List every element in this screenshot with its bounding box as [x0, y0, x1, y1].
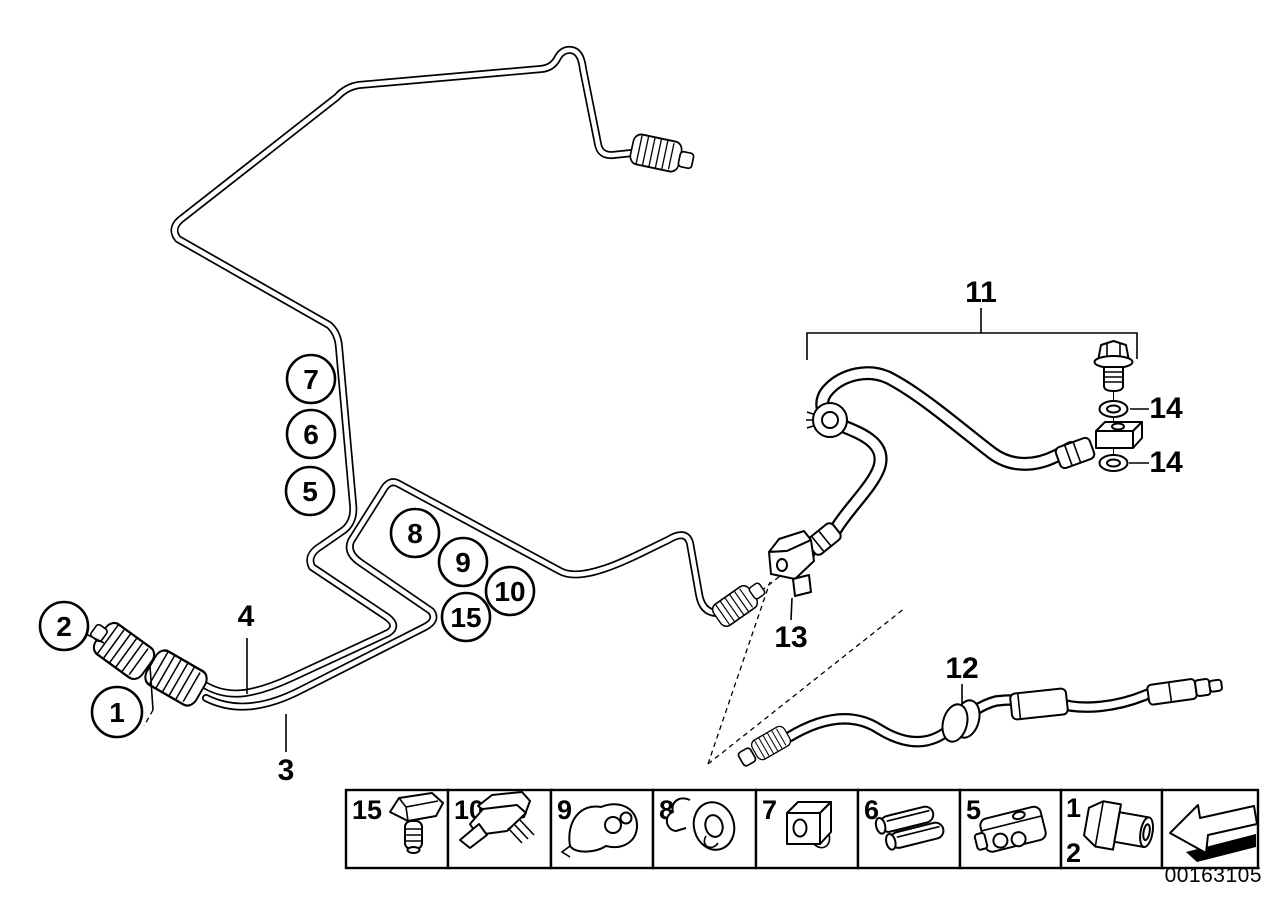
- hose12-grommet-icon: [941, 699, 981, 743]
- expanding-rivet-clip-icon: [389, 792, 444, 854]
- label-12[interactable]: 12: [945, 652, 979, 706]
- svg-text:2: 2: [1066, 838, 1081, 868]
- hose12-right-fitting-icon: [1146, 678, 1223, 706]
- svg-text:9: 9: [455, 547, 471, 578]
- callout-1[interactable]: 1: [90, 685, 144, 739]
- svg-text:6: 6: [864, 795, 879, 825]
- svg-text:2: 2: [56, 611, 72, 642]
- svg-text:14: 14: [1149, 446, 1183, 479]
- hose-union-icon: [1054, 436, 1096, 470]
- svg-text:12: 12: [945, 652, 978, 685]
- pipe-holder-icon: [560, 803, 639, 858]
- legend-strip: 15 10 9: [344, 788, 1260, 870]
- double-pipe-clamp-icon: [874, 805, 945, 851]
- hose12-sleeve-icon: [1009, 687, 1069, 721]
- callout-1-leader: [149, 665, 154, 711]
- svg-text:8: 8: [407, 518, 423, 549]
- svg-text:4: 4: [238, 600, 255, 633]
- legend-cell-10[interactable]: 10: [446, 788, 553, 870]
- callout-11-bracket: [806, 308, 1138, 360]
- label-3[interactable]: 3: [278, 714, 295, 787]
- callout-14-leaders: [1129, 408, 1149, 464]
- callout-7[interactable]: 7: [285, 353, 337, 405]
- hose-bracket-block-icon: [1095, 421, 1143, 449]
- spring-clip-icon: [459, 791, 535, 849]
- callout-10[interactable]: 10: [484, 565, 536, 617]
- pipe-nut-icon: [1083, 800, 1155, 851]
- svg-text:5: 5: [966, 795, 981, 825]
- svg-text:14: 14: [1149, 392, 1183, 425]
- label-4[interactable]: 4: [238, 600, 255, 694]
- direction-arrow-icon: [1169, 804, 1258, 862]
- washer-lower-icon: [1098, 454, 1129, 472]
- svg-text:13: 13: [774, 621, 807, 654]
- legend-cell-8[interactable]: 8: [651, 788, 758, 870]
- svg-text:11: 11: [965, 276, 997, 309]
- svg-text:9: 9: [557, 795, 572, 825]
- svg-text:5: 5: [302, 476, 318, 507]
- hose-grommet-icon: [806, 402, 848, 438]
- clamp-block-icon: [973, 805, 1047, 853]
- legend-cell-1-2[interactable]: 1 2: [1059, 788, 1164, 870]
- callout-9[interactable]: 9: [437, 536, 489, 588]
- legend-cell-6[interactable]: 6: [856, 788, 962, 870]
- brake-hose-11: [797, 373, 1096, 563]
- svg-text:10: 10: [494, 576, 525, 607]
- label-14-upper[interactable]: 14: [1149, 392, 1183, 425]
- callout-15[interactable]: 15: [440, 591, 492, 643]
- svg-text:6: 6: [303, 419, 319, 450]
- hose12-left-fitting-icon: [736, 723, 794, 768]
- callout-13-leader: [790, 597, 793, 621]
- grommet-clip-icon: [665, 797, 736, 851]
- svg-text:7: 7: [303, 364, 319, 395]
- brake-pipe-4: [174, 50, 632, 694]
- label-11[interactable]: 11: [965, 276, 997, 309]
- pipe-bracket-13-icon: [768, 530, 815, 597]
- pipe-union-top-icon: [627, 132, 696, 174]
- legend-cell-5[interactable]: 5: [958, 788, 1063, 870]
- brake-hose-12: [736, 678, 1223, 768]
- svg-text:1: 1: [1066, 793, 1081, 823]
- legend-cell-15[interactable]: 15: [344, 788, 450, 870]
- svg-text:3: 3: [278, 754, 295, 787]
- label-14-lower[interactable]: 14: [1149, 446, 1183, 479]
- legend-cell-arrow[interactable]: [1160, 788, 1260, 870]
- svg-text:1: 1: [109, 697, 125, 728]
- callout-6[interactable]: 6: [285, 408, 337, 460]
- label-13[interactable]: 13: [774, 621, 807, 654]
- document-number: 00163105: [1165, 864, 1262, 887]
- svg-text:15: 15: [450, 602, 481, 633]
- washer-upper-icon: [1098, 400, 1129, 418]
- legend-cell-9[interactable]: 9: [549, 788, 655, 870]
- cube-holder-icon: [786, 801, 832, 849]
- pipe-union-middle-icon: [709, 581, 767, 630]
- callout-2[interactable]: 2: [38, 600, 105, 652]
- svg-text:7: 7: [762, 795, 777, 825]
- svg-text:15: 15: [352, 795, 382, 825]
- callout-8[interactable]: 8: [389, 507, 441, 559]
- legend-cell-7[interactable]: 7: [754, 788, 860, 870]
- callout-5[interactable]: 5: [284, 465, 336, 517]
